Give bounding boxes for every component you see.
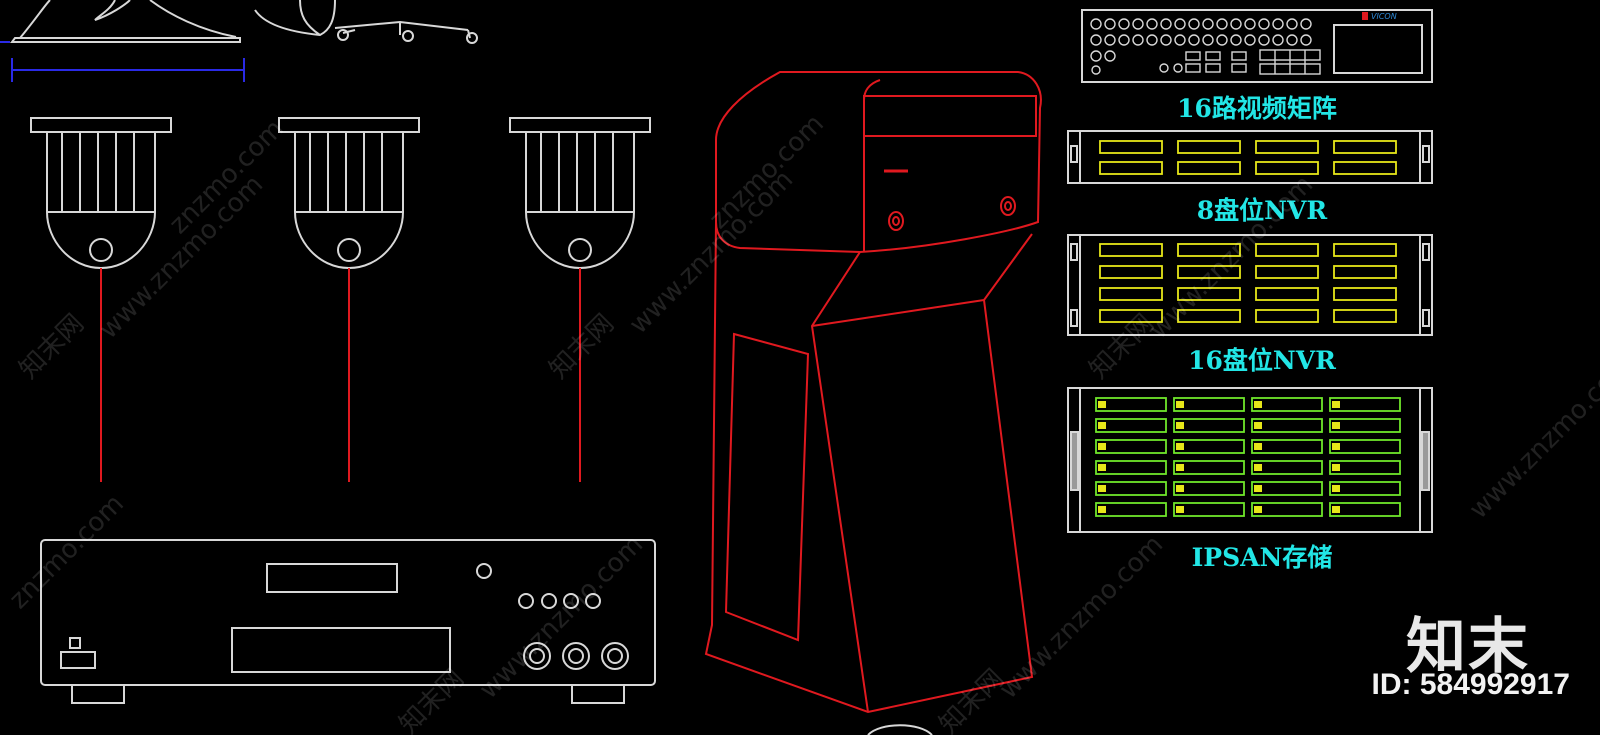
label-nvr-8: 8盘位NVR: [1197, 196, 1328, 225]
watermark-www-2: www.znzmo.com: [624, 165, 799, 340]
nvr-8-bay: [1067, 130, 1433, 184]
watermark-cn-5: 知末网: [394, 664, 470, 735]
watermark-cn-3: 知末网: [1084, 309, 1160, 385]
watermark-cn-1: 知末网: [14, 309, 90, 385]
dvd-player: [40, 539, 656, 704]
watermark-cn-6: 知末网: [934, 664, 1010, 735]
kiosk-cabinet: [704, 71, 1042, 714]
watermark-www-1: www.znzmo.com: [94, 170, 269, 345]
watermark-www-7: www.znzmo.com: [1464, 350, 1600, 525]
watermark-www-6: www.znzmo.com: [994, 530, 1169, 705]
label-video-matrix: 16路视频矩阵: [1177, 94, 1337, 123]
watermark-www-5: www.znzmo.com: [474, 530, 649, 705]
chair-fragment-right: [254, 0, 478, 44]
dome-camera-2: [278, 117, 420, 482]
video-matrix-16ch: VICON: [1081, 9, 1433, 83]
dimension-line: [0, 41, 245, 82]
watermark-cn-2: 知末网: [544, 309, 620, 385]
watermark-site-4: znzmo.com: [4, 489, 130, 615]
label-ipsan: IPSAN存储: [1192, 543, 1333, 572]
dome-camera-3: [509, 117, 651, 482]
nvr-16-bay: [1067, 234, 1433, 336]
drawing-id: ID: 584992917: [1371, 668, 1571, 701]
dome-camera-1: [30, 117, 172, 482]
matrix-brand-badge: [1362, 12, 1368, 20]
partial-circle-bottom: [867, 724, 933, 735]
label-nvr-16: 16盘位NVR: [1188, 346, 1336, 375]
chair-fragment-left: [10, 0, 241, 43]
ipsan-storage: [1067, 387, 1433, 533]
matrix-brand-text: VICON: [1371, 12, 1397, 21]
brand-logo-mark: 知末: [1406, 612, 1530, 682]
watermark-layer: znzmo.com www.znzmo.com 知末网 znzmo.com ww…: [4, 109, 1600, 735]
